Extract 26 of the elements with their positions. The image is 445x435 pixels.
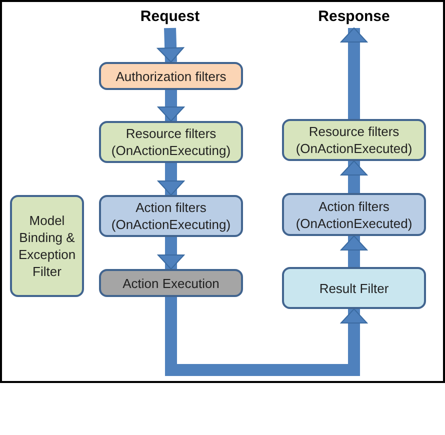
box-label: Action filters (OnActionExecuting) [110,199,232,233]
block-arrow [340,28,368,119]
process-box [282,193,426,236]
box-label: Resource filters (OnActionExecuted) [294,123,414,157]
process-box [99,121,243,163]
block-arrow [165,297,368,376]
box-label: Model Binding & Exception Filter [17,212,77,280]
process-box [99,62,243,90]
block-arrow [340,236,368,267]
block-arrow [158,237,184,270]
box-label: Result Filter [319,280,389,296]
process-box [282,119,426,161]
box-label: Resource filters (OnActionExecuting) [110,125,232,159]
block-arrow [340,160,368,193]
box-label: Action Execution [122,274,220,292]
block-arrow [157,28,184,62]
process-box [282,267,426,309]
process-box [99,269,243,297]
block-arrow [158,163,184,196]
heading-text: Request [140,6,200,27]
heading-text: Response [318,6,390,27]
block-arrow [158,90,184,122]
process-box [10,195,84,297]
box-label: Authorization filters [116,68,226,84]
process-box [99,195,243,237]
box-label: Action filters (OnActionExecuted) [294,198,414,232]
